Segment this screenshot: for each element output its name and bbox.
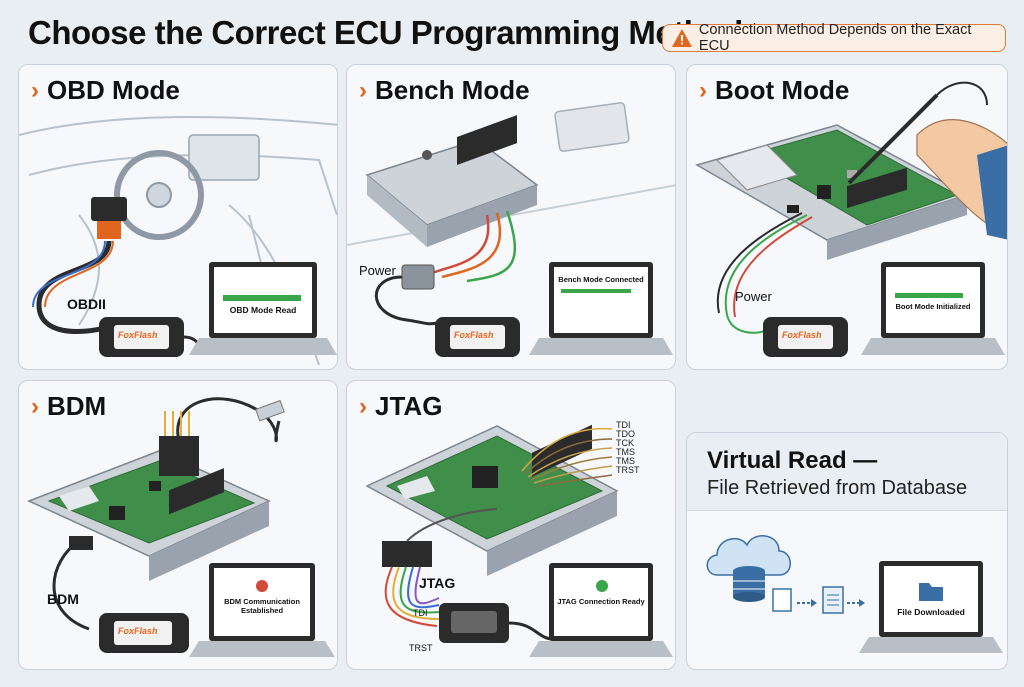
laptop-screen-text: BDM Communication Established [224,597,300,615]
virtual-read-subtitle: File Retrieved from Database [707,477,968,499]
obd-illustration [19,116,337,366]
boot-illustration [695,81,1007,357]
laptop-screen-text: Bench Mode Connected [558,275,644,284]
panel-bench-mode: ›Bench Mode Power FoxFlash Bench Mode Co… [346,64,676,370]
bdm-label: BDM [47,591,79,607]
device-brand: FoxFlash [118,330,158,340]
tdi-label: TDI [413,608,428,618]
chevron-right-icon: › [359,392,367,420]
virtual-read-title: Virtual Read — [707,447,878,474]
database-icon [733,566,765,602]
device-brand: FoxFlash [782,330,822,340]
power-label: Power [735,289,772,304]
warning-text: Connection Method Depends on the Exact E… [698,22,972,54]
jtag-pin-label: TDI [616,420,631,430]
obdii-label: OBDII [67,296,106,312]
folder-icon [919,583,943,601]
page-title: Choose the Correct ECU Programming Metho… [28,14,743,51]
jtag-pin-label: TDO [616,429,635,439]
jtag-pin-label: TMS [616,456,635,466]
laptop-screen-text: OBD Mode Read [229,305,297,315]
panel-obd-mode: ›OBD Mode OBDII FoxFlash OBD Mode Read [18,64,338,370]
panel-bdm: ›BDM BDM FoxFlash BDM Communication Esta… [18,380,338,670]
laptop-screen-text: JTAG Connection Ready [557,597,645,606]
panel-title: ›BDM [31,391,107,421]
jtag-illustration [365,424,673,657]
chevron-right-icon: › [699,76,707,104]
panel-title: ›Bench Mode [359,75,530,105]
power-label: Power [359,263,396,278]
warning-icon [671,29,692,47]
warning-badge: Connection Method Depends on the Exact E… [662,22,1006,54]
bench-illustration [347,102,675,357]
jtag-pin-label: TCK [616,438,634,448]
document-icon [772,588,792,612]
virtual-read-illustration [706,535,1003,653]
cloud-icon [706,535,791,576]
jtag-pin-label: TMS [616,447,635,457]
laptop-screen-text: Boot Mode Initialized [895,302,971,311]
bdm-illustration [27,397,335,657]
chevron-right-icon: › [31,76,39,104]
panel-virtual-read: Virtual Read — File Retrieved from Datab… [686,432,1008,670]
panel-title: ›OBD Mode [31,75,180,105]
panel-boot-mode: ›Boot Mode Power FoxFlash Boot Mode Init… [686,64,1008,370]
jtag-label: JTAG [419,575,456,591]
chevron-right-icon: › [31,392,39,420]
jtag-pin-label: TRST [616,465,640,475]
virtual-read-header: Virtual Read — File Retrieved from Datab… [687,433,1007,511]
panel-title: ›Boot Mode [699,75,850,105]
trst-label: TRST [409,643,433,653]
chevron-right-icon: › [359,76,367,104]
device-brand: FoxFlash [118,626,158,636]
device-brand: FoxFlash [454,330,494,340]
panel-title: ›JTAG [359,391,443,421]
laptop-screen-text: File Downloaded [897,607,965,617]
